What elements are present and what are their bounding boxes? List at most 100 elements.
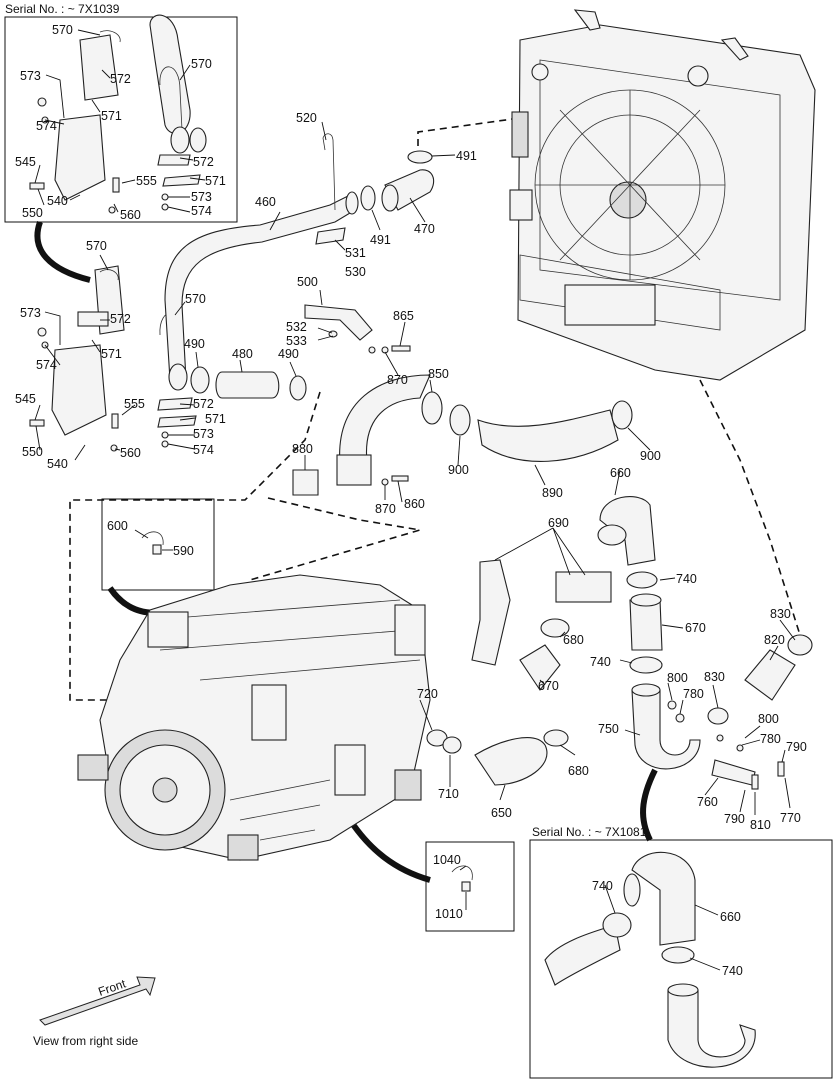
part-label: 540: [47, 194, 68, 208]
part-label: 573: [20, 69, 41, 83]
part-label: 740: [722, 964, 743, 978]
part-label: 572: [193, 155, 214, 169]
part-label: 880: [292, 442, 313, 456]
part-label: 860: [404, 497, 425, 511]
part-label: 572: [193, 397, 214, 411]
part-label: 573: [193, 427, 214, 441]
part-label: 500: [297, 275, 318, 289]
part-label: 810: [750, 818, 771, 832]
inset-box-top-left: [4, 16, 238, 223]
inset-serial-bottom-right: Serial No. : ~ 7X1081: [532, 825, 647, 839]
part-label: 760: [697, 795, 718, 809]
part-label: 560: [120, 446, 141, 460]
clamp-590-shape: [152, 544, 162, 555]
part-label: 574: [36, 119, 57, 133]
part-label: 780: [760, 732, 781, 746]
part-label: 574: [191, 204, 212, 218]
part-label: 850: [428, 367, 449, 381]
leader-lines: [34, 29, 796, 971]
inset-box-clamp: [101, 498, 215, 591]
part-label: 870: [387, 373, 408, 387]
part-label: 550: [22, 445, 43, 459]
part-number-labels: 570 573 572 574 571 570 572 545 555 571 …: [15, 23, 807, 978]
radiator-assembly: [509, 9, 816, 381]
part-label: 1040: [433, 853, 461, 867]
inset-box-clip: [425, 841, 515, 932]
part-label: 545: [15, 155, 36, 169]
clamp-600-shape: [141, 531, 164, 546]
part-label: 900: [448, 463, 469, 477]
part-label: 770: [780, 811, 801, 825]
part-label: 460: [255, 195, 276, 209]
part-label: 571: [205, 412, 226, 426]
part-label: 572: [110, 72, 131, 86]
part-label: 570: [191, 57, 212, 71]
part-label: 865: [393, 309, 414, 323]
part-label: 660: [610, 466, 631, 480]
part-label: 790: [724, 812, 745, 826]
part-label: 570: [185, 292, 206, 306]
inset-hose-assembly: [544, 851, 756, 1068]
intake-pipe-460: [164, 133, 435, 381]
view-caption: View from right side: [33, 1034, 138, 1048]
part-label: 560: [120, 208, 141, 222]
part-label: 670: [538, 679, 559, 693]
part-label: 570: [52, 23, 73, 37]
bracket-assembly-main: [29, 265, 197, 452]
part-label: 590: [173, 544, 194, 558]
part-label: 740: [676, 572, 697, 586]
part-label: 790: [786, 740, 807, 754]
part-label: 600: [107, 519, 128, 533]
part-label: 491: [370, 233, 391, 247]
inset-serial-top-left: Serial No. : ~ 7X1039: [5, 2, 120, 16]
part-label: 571: [101, 109, 122, 123]
part-label: 660: [720, 910, 741, 924]
part-label: 780: [683, 687, 704, 701]
front-direction-arrow: Front: [39, 976, 156, 1026]
part-label: 531: [345, 246, 366, 260]
part-label: 800: [758, 712, 779, 726]
hose-820-assembly: [426, 559, 813, 790]
part-label: 555: [124, 397, 145, 411]
part-label: 545: [15, 392, 36, 406]
dashed-line-engine-left: [69, 391, 321, 701]
dashed-line-radiator-right: [699, 379, 801, 636]
inset-link-arrow-top: [34, 220, 91, 283]
part-label: 573: [191, 190, 212, 204]
part-label: 800: [667, 671, 688, 685]
dashed-line-engine-mid: [249, 497, 421, 581]
part-label: 820: [764, 633, 785, 647]
bracket-assembly-inset: [29, 14, 207, 214]
part-label: 680: [568, 764, 589, 778]
part-label: 690: [548, 516, 569, 530]
part-label: 555: [136, 174, 157, 188]
part-label: 830: [770, 607, 791, 621]
part-label: 491: [456, 149, 477, 163]
part-label: 710: [438, 787, 459, 801]
hose-660-assembly: [597, 496, 701, 770]
part-label: 670: [685, 621, 706, 635]
part-label: 680: [563, 633, 584, 647]
inset-box-bottom-right: [529, 839, 833, 1079]
part-label: 550: [22, 206, 43, 220]
part-label: 490: [278, 347, 299, 361]
part-label: 750: [598, 722, 619, 736]
part-label: 572: [110, 312, 131, 326]
hose-480-assembly: [168, 304, 411, 401]
part-label: 570: [86, 239, 107, 253]
part-label: 573: [20, 306, 41, 320]
part-label: 650: [491, 806, 512, 820]
part-label: 1010: [435, 907, 463, 921]
part-label: 574: [193, 443, 214, 457]
part-label: 890: [542, 486, 563, 500]
engine-assembly: [77, 574, 431, 861]
part-label: 520: [296, 111, 317, 125]
inset-link-arrow-bottom: [640, 768, 658, 842]
part-label: 540: [47, 457, 68, 471]
part-label: 571: [101, 347, 122, 361]
part-label: 740: [590, 655, 611, 669]
part-label: 571: [205, 174, 226, 188]
hose-850-890-assembly: [292, 374, 633, 496]
part-label: 490: [184, 337, 205, 351]
